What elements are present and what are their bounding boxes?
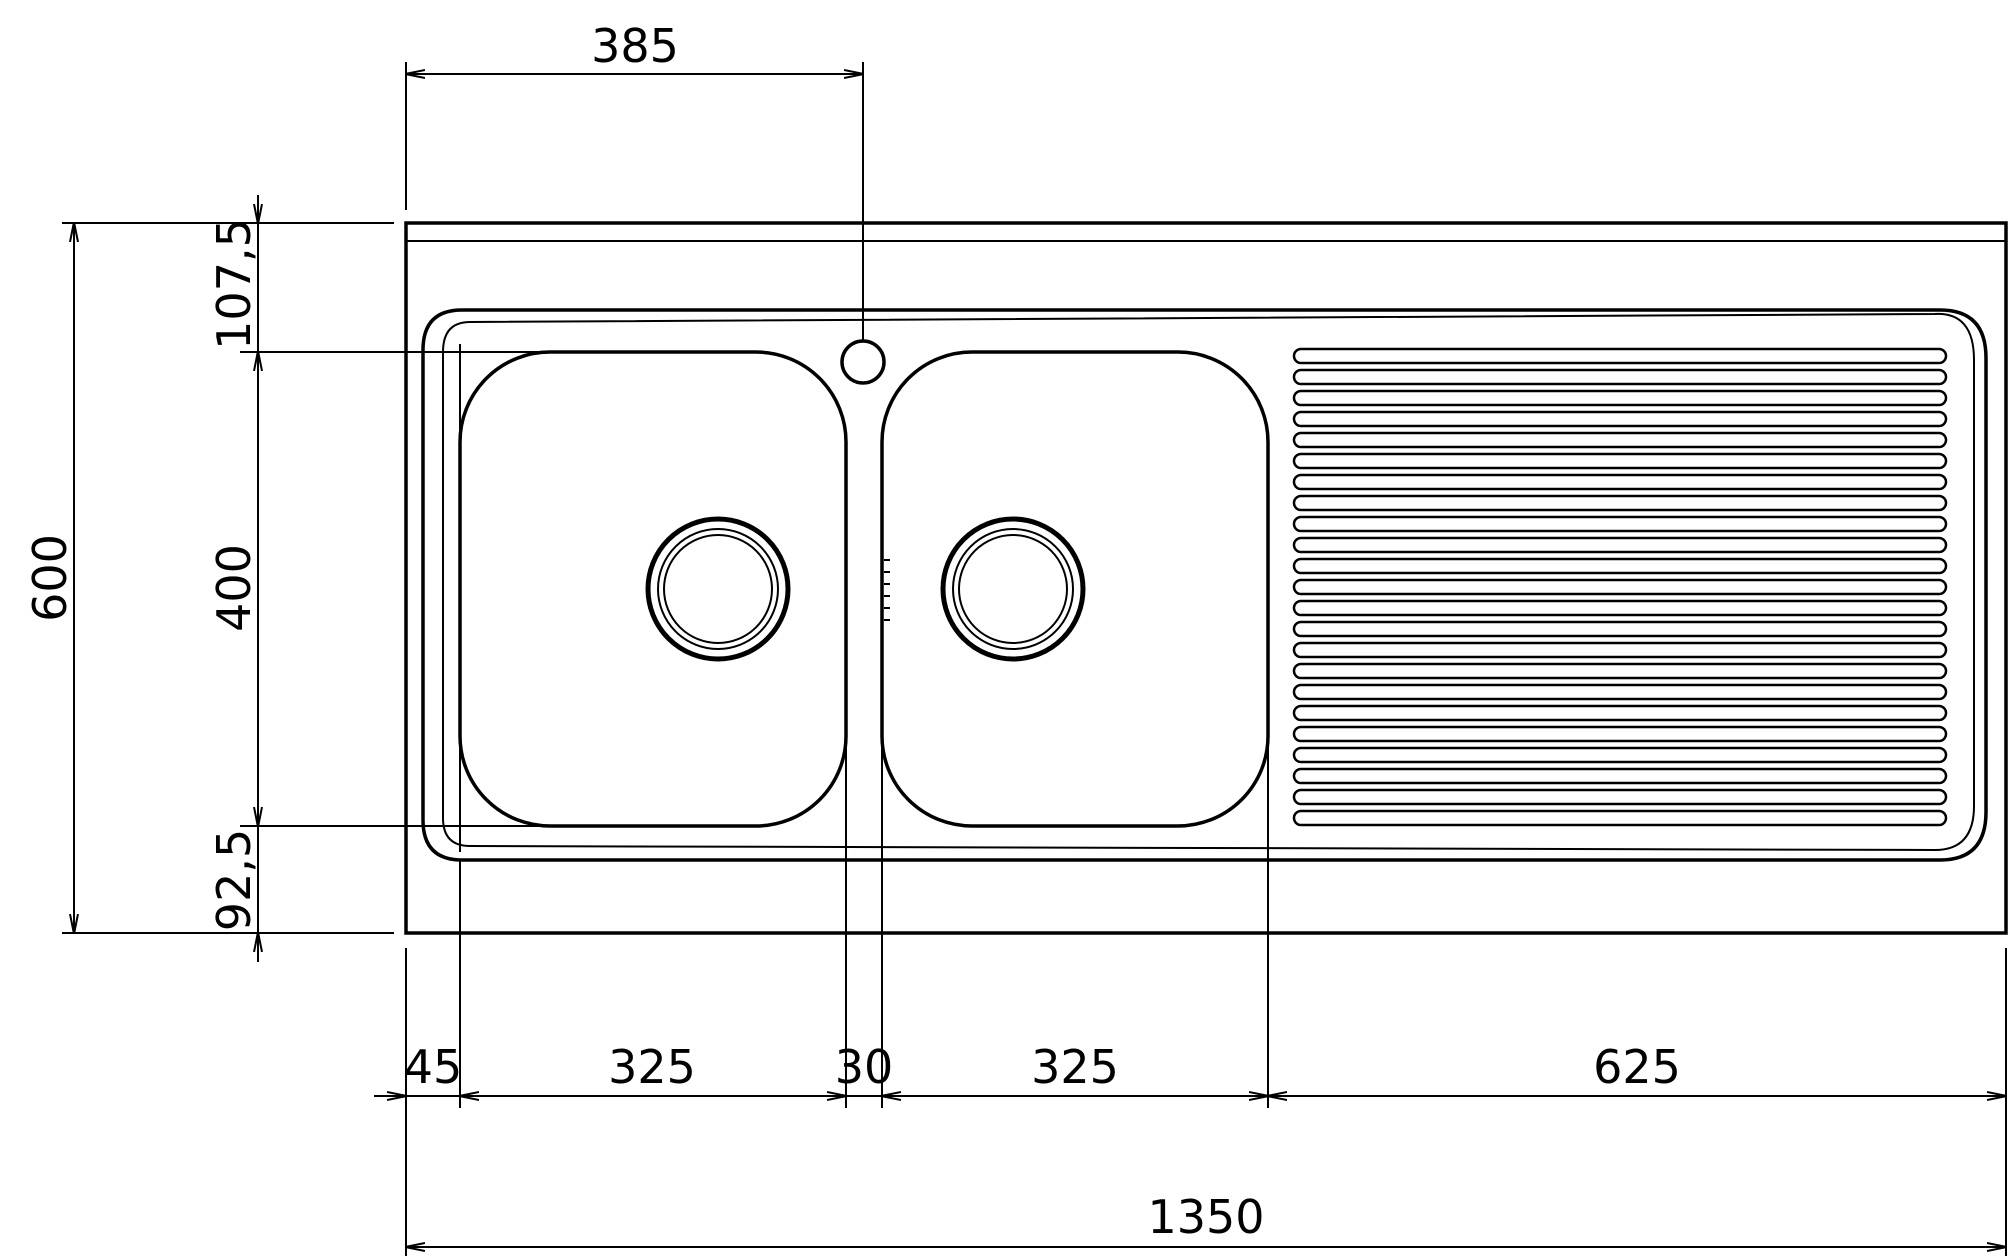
left-waste-outer [645,516,791,662]
drainer-rib [1292,368,1948,386]
right-waste-inner [958,534,1068,644]
drainer-rib [1292,473,1948,491]
dim-tap-offset: 385 [591,19,679,73]
dim-divider: 30 [835,1040,894,1094]
drainer-rib [1292,578,1948,596]
drainer-rib [1292,620,1948,638]
dim-overall-depth: 600 [23,534,77,622]
dim-drainer-width: 625 [1593,1040,1681,1094]
right-bowl [880,350,1270,828]
drainer-rib [1292,452,1948,470]
drainer-rib [1292,641,1948,659]
drainer-rib [1292,494,1948,512]
left-waste-inner [663,534,773,644]
drainer-rib [1292,410,1948,428]
tap-hole [840,339,886,385]
drainer-rib [1292,746,1948,764]
right-bowl-outline [880,350,1270,828]
left-bowl [458,350,848,828]
drainer-rib [1292,788,1948,806]
dim-front-margin: 92,5 [207,829,261,931]
drainer-rib [1292,767,1948,785]
right-waste-outer [940,516,1086,662]
drainer-rib [1292,599,1948,617]
drainer-ribs [1292,347,1948,827]
drainer-rib [1292,431,1948,449]
drainer-rib [1292,536,1948,554]
dim-bowl-left-width: 325 [608,1040,696,1094]
drainer-rib [1292,557,1948,575]
dim-back-margin: 107,5 [207,218,261,350]
left-waste-ring [657,528,779,650]
dim-overall-length: 1350 [1147,1190,1264,1244]
drainer-rib [1292,389,1948,407]
dim-bowl-depth: 400 [207,544,261,632]
dim-left-edge: 45 [404,1040,463,1094]
overflow-slot [884,559,890,621]
right-waste-ring [952,528,1074,650]
drainer-rib [1292,662,1948,680]
drainer-rib [1292,725,1948,743]
drainer-rim-outer [421,308,1988,862]
sink-top-plate [404,221,2008,935]
drainer-rib [1292,809,1948,827]
drainer-rib [1292,347,1948,365]
drainer-rib [1292,515,1948,533]
drainer-rib [1292,683,1948,701]
extension-lines [62,62,2007,1256]
drainer-rib [1292,704,1948,722]
drainer-rim-inner [442,312,1975,852]
dim-bowl-right-width: 325 [1031,1040,1119,1094]
